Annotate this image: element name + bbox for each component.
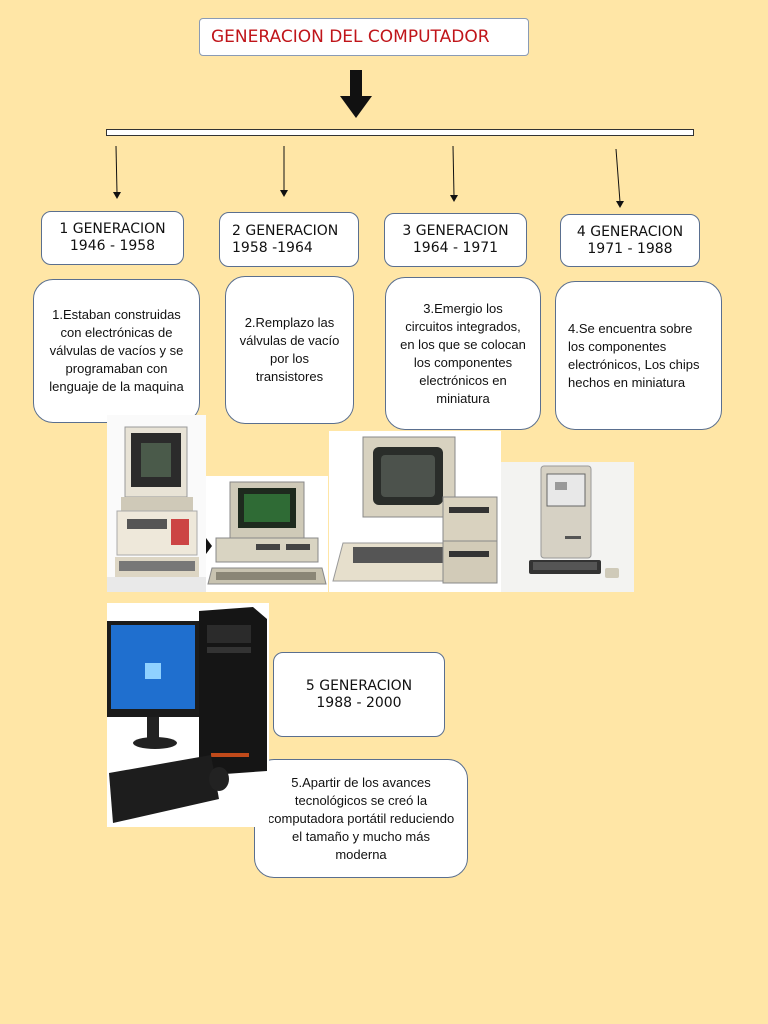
branch-arrow-2 bbox=[280, 146, 288, 197]
macintosh-computer-image bbox=[501, 462, 634, 592]
generation-4-heading: 4 GENERACION 1971 - 1988 bbox=[560, 214, 700, 267]
apple-ii-computer-image bbox=[329, 431, 501, 592]
second-generation-pc-image bbox=[206, 476, 328, 592]
modern-desktop-pc-image bbox=[107, 603, 269, 827]
generation-4-description: 4.Se encuentra sobre los componentes ele… bbox=[555, 281, 722, 430]
generation-2-heading: 2 GENERACION 1958 -1964 bbox=[219, 212, 359, 267]
timeline-bar bbox=[106, 129, 694, 136]
generation-3-heading: 3 GENERACION 1964 - 1971 bbox=[384, 213, 527, 267]
generation-5-heading: 5 GENERACION 1988 - 2000 bbox=[273, 652, 445, 737]
page-title: GENERACION DEL COMPUTADOR bbox=[199, 18, 529, 56]
generation-5-description: 5.Apartir de los avances tecnológicos se… bbox=[254, 759, 468, 878]
generation-1-description: 1.Estaban construidas con electrónicas d… bbox=[33, 279, 200, 423]
generation-3-description: 3.Emergio los circuitos integrados, en l… bbox=[385, 277, 541, 430]
main-down-arrow bbox=[340, 70, 372, 118]
generation-1-heading: 1 GENERACION 1946 - 1958 bbox=[41, 211, 184, 265]
connectors bbox=[113, 70, 624, 208]
branch-arrow-3 bbox=[450, 145, 458, 202]
generation-2-description: 2.Remplazo las válvulas de vacío por los… bbox=[225, 276, 354, 424]
branch-arrow-1 bbox=[113, 145, 121, 199]
first-generation-computer-image bbox=[107, 415, 206, 592]
branch-arrow-4 bbox=[615, 148, 624, 208]
